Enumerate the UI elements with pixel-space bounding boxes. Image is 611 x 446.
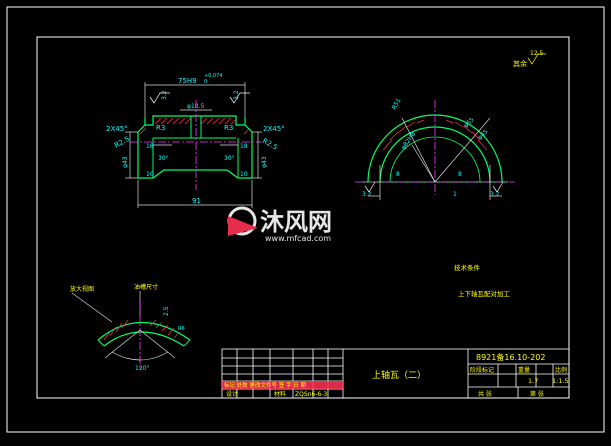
section-hatch bbox=[139, 117, 251, 135]
detail-axis-line-1 bbox=[104, 329, 141, 359]
roughness-symbol-right bbox=[229, 92, 250, 104]
dim-bottom-right: 10 bbox=[240, 171, 248, 178]
detail-label-1: 放大视图 bbox=[70, 285, 94, 293]
arc-rough-1: 3.2 bbox=[362, 191, 372, 198]
title-block-material-label: 材料 bbox=[274, 390, 286, 398]
detail-angle: 120° bbox=[135, 365, 149, 372]
surface-finish-symbol bbox=[527, 53, 546, 65]
arc-view: R51 φ82H8 φ65 φ45 8 8 1 3.2 3.2 bbox=[355, 97, 515, 200]
dim-angle-left: 30° bbox=[158, 155, 169, 162]
dim-radius-right: R3 bbox=[224, 124, 233, 132]
arc-dim-small-1: 8 bbox=[396, 171, 400, 178]
title-block-sheet: 第 张 bbox=[530, 390, 544, 398]
drawing-title: 上轴瓦（二） bbox=[372, 369, 426, 381]
detail-angle-arc bbox=[111, 351, 169, 361]
arc-dim-d3: φ45 bbox=[476, 128, 489, 141]
dim-tol-upper: +0.074 bbox=[204, 73, 223, 79]
surface-finish-label: 其余 bbox=[513, 59, 527, 68]
title-block-total: 共 张 bbox=[478, 390, 492, 398]
section-view: 75H9 +0.074 0 2X45° 2X45° R3 R3 R2.5 R2.… bbox=[106, 73, 285, 208]
detail-r: R6 bbox=[178, 326, 185, 332]
dim-bottom-left: 10 bbox=[146, 171, 154, 178]
watermark-url: www.mfcad.com bbox=[265, 234, 331, 243]
arc-bore bbox=[389, 136, 481, 183]
detail-label-2: 油槽尺寸 bbox=[134, 283, 158, 291]
arc-dimension-lines bbox=[368, 117, 502, 200]
arc-hatch bbox=[382, 119, 488, 151]
detail-outer-arc bbox=[97, 322, 191, 341]
drawing-number: 8921备16.10-202 bbox=[476, 352, 545, 362]
tech-notes-title: 技术条件 bbox=[454, 263, 481, 272]
detail-hatch bbox=[103, 319, 181, 341]
rough-2: 3.2 bbox=[233, 90, 240, 100]
arc-dim-r: R51 bbox=[391, 97, 403, 111]
title-block-fills bbox=[222, 381, 343, 389]
title-block-header: 标记 处数 更改文件号 签 字 日 期 bbox=[224, 381, 306, 389]
title-block-scale-label: 比例 bbox=[555, 366, 567, 374]
section-outline-right-wall bbox=[244, 124, 253, 133]
dim-overall: 91 bbox=[192, 197, 201, 205]
outer-frame bbox=[6, 6, 605, 433]
section-outline-bottom bbox=[137, 132, 253, 179]
arc-inner bbox=[379, 126, 491, 183]
tech-notes-line: 上下轴瓦配对加工 bbox=[458, 289, 511, 298]
detail-end-left bbox=[97, 339, 105, 347]
arc-rough-2: 3.2 bbox=[490, 191, 500, 198]
dim-chamfer-right: 2X45° bbox=[263, 125, 285, 133]
title-block-material: ZQSn6-6-3 bbox=[295, 391, 327, 398]
section-dimension-lines bbox=[125, 82, 262, 208]
detail-leader-1 bbox=[71, 292, 113, 323]
dim-radius-small-right: R2.5 bbox=[261, 137, 279, 152]
detail-inner-arc bbox=[103, 331, 185, 347]
rough-1: 3.2 bbox=[161, 90, 168, 100]
title-block-weight: 重量 bbox=[518, 366, 530, 374]
dim-chamfer-left: 2X45° bbox=[106, 125, 128, 133]
arc-dim-small-2: 8 bbox=[458, 171, 462, 178]
watermark: 沐风网 www.mfcad.com bbox=[227, 206, 332, 243]
dim-radius-small-left: R2.5 bbox=[113, 135, 131, 150]
dim-radius-left: R3 bbox=[156, 124, 165, 132]
detail-end-right bbox=[183, 339, 191, 347]
title-block-quantity: 1.7 bbox=[528, 377, 538, 385]
dim-tol-lower: 0 bbox=[204, 79, 207, 85]
detail-view: 放大视图 油槽尺寸 120° 2.5 R6 bbox=[70, 283, 191, 372]
watermark-brand: 沐风网 bbox=[260, 208, 332, 236]
detail-axis-line-2 bbox=[139, 329, 176, 359]
arc-roughness-symbol-right bbox=[492, 181, 504, 193]
title-block-scale: 1:1.5 bbox=[552, 377, 569, 385]
dim-angle-right: 30° bbox=[224, 155, 235, 162]
detail-dim: 2.5 bbox=[163, 306, 170, 316]
arc-roughness-symbol-left bbox=[364, 181, 376, 193]
dim-width-top: 75H9 bbox=[178, 77, 197, 85]
title-block-designer: 设计 bbox=[226, 390, 238, 398]
dim-side-left: 18 bbox=[146, 143, 154, 150]
title-block-stage-mark: 阶段标记 bbox=[470, 366, 494, 374]
dim-side-right: 18 bbox=[240, 143, 248, 150]
dim-height-right: φ43 bbox=[261, 156, 268, 168]
section-outline-left-wall bbox=[137, 124, 146, 133]
dim-height-left: φ43 bbox=[122, 156, 129, 168]
arc-dim-d1: φ82H8 bbox=[400, 131, 417, 151]
watermark-logo-icon bbox=[227, 206, 258, 236]
arc-dim-small-3: 1 bbox=[453, 191, 457, 198]
surface-finish-value: 12.5 bbox=[530, 50, 544, 57]
dim-hole: φ10.5 bbox=[187, 103, 205, 110]
roughness-symbol-left bbox=[149, 92, 170, 104]
